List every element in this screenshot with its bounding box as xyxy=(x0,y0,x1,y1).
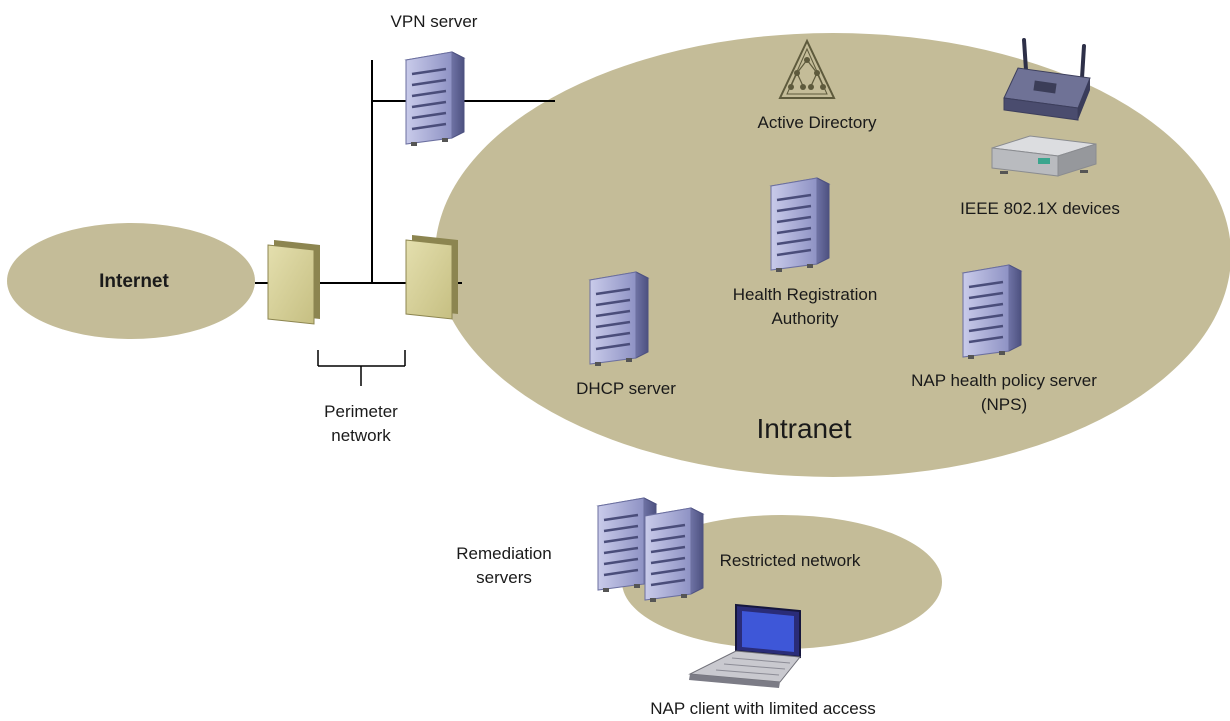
laptop-icon xyxy=(688,603,801,688)
hra-label-line1: Health Registration xyxy=(733,285,878,304)
dhcp-server-label: DHCP server xyxy=(576,379,676,398)
server-icon xyxy=(404,50,466,148)
intranet-area xyxy=(435,33,1230,477)
nap-policy-server-label-line2: (NPS) xyxy=(981,395,1027,414)
perimeter-bracket xyxy=(317,350,406,386)
switch-icon xyxy=(991,135,1097,177)
internet-area xyxy=(7,223,255,339)
server-icon xyxy=(588,270,650,368)
server-icon xyxy=(769,176,831,274)
nap-policy-server-label-line1: NAP health policy server xyxy=(911,371,1097,390)
firewall-icon xyxy=(405,234,459,320)
restricted-network-label: Restricted network xyxy=(720,551,861,570)
hra-label-line2: Authority xyxy=(771,309,839,328)
server-icon xyxy=(961,263,1023,361)
vpn-server-label: VPN server xyxy=(391,12,478,31)
ieee-devices-label: IEEE 802.1X devices xyxy=(960,199,1120,218)
perimeter-network-label-line1: Perimeter xyxy=(324,402,398,421)
firewall-icon xyxy=(267,239,321,325)
intranet-label: Intranet xyxy=(757,413,852,444)
nap-client-label: NAP client with limited access xyxy=(650,699,876,718)
internet-label: Internet xyxy=(99,271,169,292)
wireless-access-point-icon xyxy=(1003,38,1091,121)
active-directory-label: Active Directory xyxy=(757,113,877,132)
remediation-servers-label-line1: Remediation xyxy=(456,544,551,563)
perimeter-network-label-line2: network xyxy=(331,426,391,445)
active-directory-icon xyxy=(778,38,836,99)
remediation-servers-label-line2: servers xyxy=(476,568,532,587)
server-icon xyxy=(643,506,705,604)
